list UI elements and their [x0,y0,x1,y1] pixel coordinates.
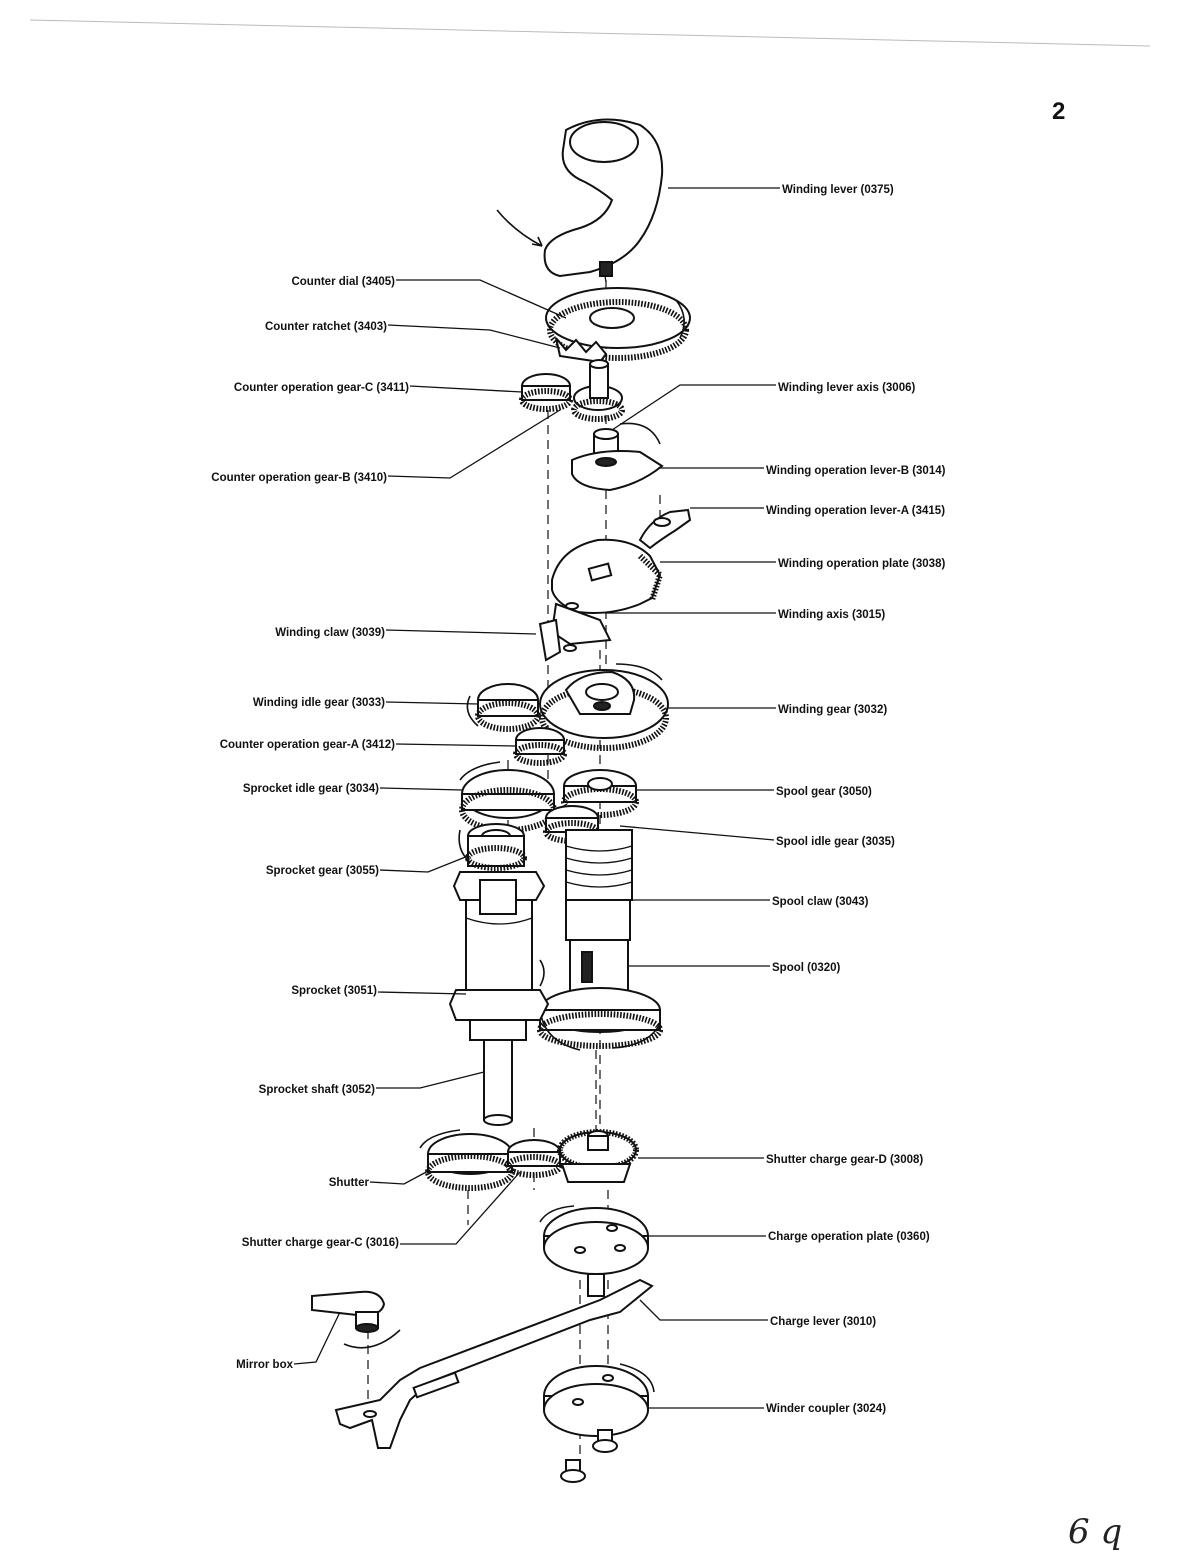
winding-gear-part [539,663,669,751]
label-winding-idle-gear: Winding idle gear (3033) [253,697,385,709]
rotation-arrow [675,299,685,339]
label-winding-axis: Winding axis (3015) [778,609,885,621]
rotation-arrow [496,209,543,247]
shutter-gear-part [419,1129,515,1191]
label-winding-claw: Winding claw (3039) [275,627,385,639]
label-winding-lever-axis: Winding lever axis (3006) [778,382,915,394]
label-counter-dial: Counter dial (3405) [291,276,395,288]
label-winding-lever: Winding lever (0375) [782,184,894,196]
mirror-box-part [311,1290,401,1349]
screw-part [560,1429,618,1483]
charge-lever-part [334,1273,654,1449]
label-winding-operation-lever-b: Winding operation lever-B (3014) [766,465,946,477]
label-sprocket: Sprocket (3051) [291,985,377,997]
spool-gear-part [561,769,639,818]
label-counter-operation-gear-b: Counter operation gear-B (3410) [211,472,387,484]
label-shutter-charge-gear-c: Shutter charge gear-C (3016) [242,1237,399,1249]
scan-edge [29,19,1151,47]
label-winder-coupler: Winder coupler (3024) [766,1403,886,1415]
label-counter-operation-gear-c: Counter operation gear-C (3411) [234,382,409,394]
label-counter-operation-gear-a: Counter operation gear-A (3412) [220,739,395,751]
part-labels: Winding lever (0375) Counter dial (3405)… [211,184,945,1415]
label-winding-operation-lever-a: Winding operation lever-A (3415) [766,505,945,517]
winding-operation-lever-b-part [571,450,664,492]
label-shutter: Shutter [329,1177,370,1189]
label-shutter-charge-gear-d: Shutter charge gear-D (3008) [766,1154,923,1166]
label-mirror-box: Mirror box [236,1359,293,1371]
counter-operation-gear-c-part [519,359,625,422]
label-winding-operation-plate: Winding operation plate (3038) [778,558,945,570]
winding-lever-part [543,118,664,283]
winder-coupler-part [543,1363,655,1437]
label-spool-gear: Spool gear (3050) [776,786,872,798]
shutter-charge-gear-d-part [557,1129,639,1183]
label-spool: Spool (0320) [772,962,841,974]
label-winding-gear: Winding gear (3032) [778,704,887,716]
winding-claw-part [538,618,577,662]
label-charge-lever: Charge lever (3010) [770,1316,876,1328]
sprocket-shaft-part [483,1039,513,1126]
sprocket-gear-part [458,823,527,871]
label-sprocket-gear: Sprocket gear (3055) [266,865,379,877]
counter-dial-part [545,287,691,364]
label-sprocket-shaft: Sprocket shaft (3052) [259,1084,375,1096]
counter-operation-gear-a-part [513,727,567,766]
handwritten-note: 6 q [1068,1512,1123,1552]
sprocket-part [448,871,550,1041]
label-counter-ratchet: Counter ratchet (3403) [265,321,387,333]
charge-operation-plate-part [539,1205,649,1275]
winding-operation-lever-a-part [638,508,692,550]
winding-idle-gear-part [466,683,541,732]
label-spool-claw: Spool claw (3043) [772,896,869,908]
spool-part [537,829,663,1051]
label-sprocket-idle-gear: Sprocket idle gear (3034) [243,783,379,795]
sprocket-idle-gear-part [459,761,557,833]
label-charge-operation-plate: Charge operation plate (0360) [768,1231,930,1243]
page-number: 2 [1052,98,1066,125]
shutter-charge-gear-c-part [505,1139,563,1178]
leader-lines [293,187,780,1409]
label-spool-idle-gear: Spool idle gear (3035) [776,836,895,848]
winding-operation-plate-part [550,538,664,646]
spool-idle-gear-part [543,805,601,844]
